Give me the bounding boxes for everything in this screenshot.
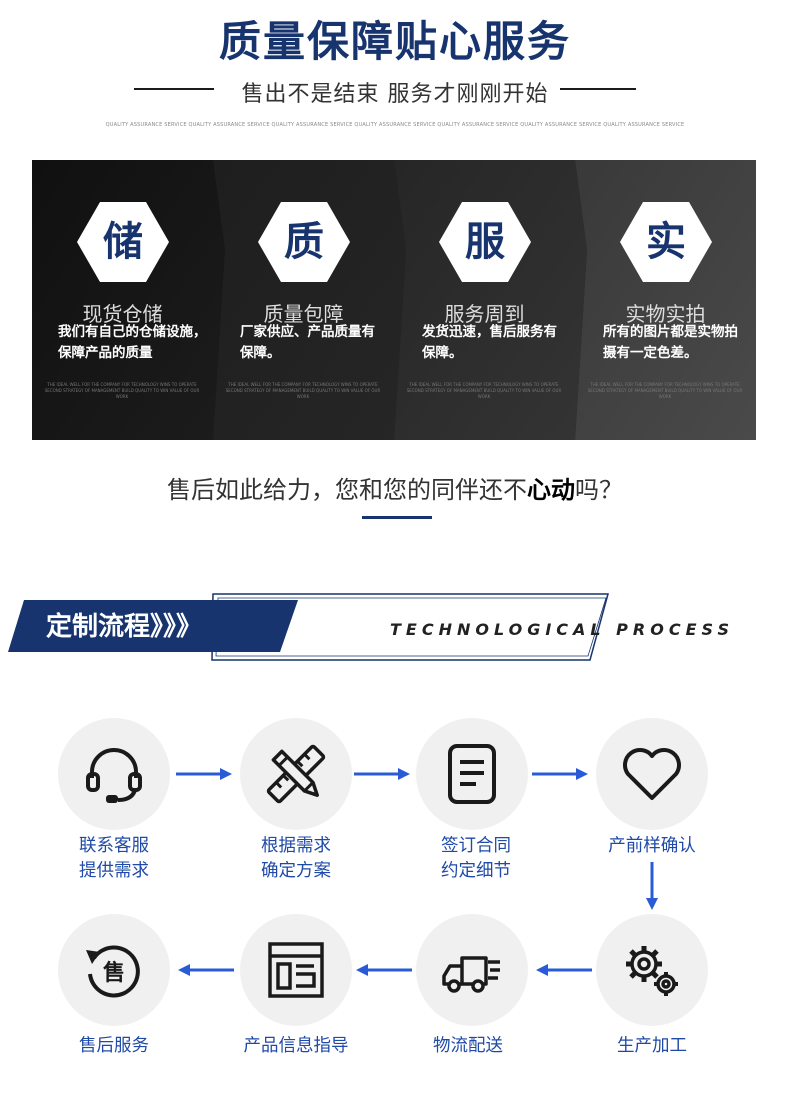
arrow-left-icon [356, 964, 412, 976]
document-icon [448, 744, 496, 804]
question-part-1: 售后如此给力，您和您的同伴还不 [167, 476, 527, 504]
arrow-right-icon [354, 768, 410, 780]
panel-description: 厂家供应、产品质量有保障。 [240, 324, 375, 361]
panel-description: 发货迅速，售后服务有保障。 [422, 324, 557, 361]
panel-title: 实物实拍 [625, 302, 706, 326]
hexagon-icon: 服 [439, 202, 531, 282]
gears-icon [626, 946, 678, 996]
after-sales-icon: 售 [86, 945, 140, 998]
step-label-production: 生产加工 [617, 1036, 687, 1056]
arrow-down-icon [646, 862, 658, 910]
panel-fine-print: THE IDEAL WELL FOR THE COMPANY FOR TECHN… [406, 382, 562, 399]
hexagon-glyph: 储 [103, 219, 143, 265]
arrow-left-icon [536, 964, 592, 976]
step-label-product-info: 产品信息指导 [243, 1036, 349, 1056]
panel-fine-print: THE IDEAL WELL FOR THE COMPANY FOR TECHN… [225, 382, 381, 399]
after-sales-glyph: 售 [103, 960, 125, 986]
process-header-shape [8, 593, 609, 661]
heart-icon [623, 748, 681, 800]
banner-panel-storage: 储 现货仓储 我们有自己的仓储设施，保障产品的质量 THE IDEAL WELL… [32, 160, 213, 440]
quality-header: 质量保障贴心服务 售出不是结束 服务才刚刚开始 QUALITY ASSURANC… [0, 0, 790, 150]
page-title: 质量保障贴心服务 [218, 17, 571, 66]
arrow-right-icon [532, 768, 588, 780]
step-sign-contract [416, 718, 528, 830]
product-info-icon [268, 942, 324, 998]
step-logistics [416, 914, 528, 1026]
step-product-info [240, 914, 352, 1026]
banner-panel-real-photos: 实 实物实拍 所有的图片都是实物拍摄有一定色差。 THE IDEAL WELL … [575, 160, 756, 440]
step-label-contract: 签订合同 约定细节 [441, 836, 511, 881]
hexagon-icon: 实 [620, 202, 712, 282]
panel-title: 服务周到 [444, 302, 525, 326]
step-determine-plan [240, 718, 352, 830]
fine-print-line: QUALITY ASSURANCE SERVICE QUALITY ASSURA… [105, 122, 685, 128]
step-label-after-sales: 售后服务 [79, 1036, 149, 1056]
step-label-plan: 根据需求 确定方案 [261, 836, 331, 881]
pencil-ruler-icon [266, 744, 326, 804]
subtitle-right-rule [560, 88, 636, 90]
hexagon-icon: 质 [258, 202, 350, 282]
process-english-title: TECHNOLOGICAL PROCESS [390, 620, 734, 639]
step-label-logistics: 物流配送 [433, 1036, 503, 1056]
hexagon-glyph: 质 [284, 219, 324, 265]
hexagon-icon: 储 [77, 202, 169, 282]
step-contact-service [58, 718, 170, 830]
hexagon-glyph: 实 [646, 219, 686, 265]
step-sample-confirm [596, 718, 708, 830]
question-part-2: 吗？ [575, 476, 623, 504]
banner-background [32, 160, 756, 440]
panel-fine-print: THE IDEAL WELL FOR THE COMPANY FOR TECHN… [587, 382, 743, 399]
step-after-sales: 售 [58, 914, 170, 1026]
question-underline [362, 516, 432, 519]
tagline-question: 售后如此给力，您和您的同伴还不心动吗？ [0, 470, 790, 505]
hexagon-glyph: 服 [465, 219, 505, 265]
headset-icon [86, 748, 142, 803]
panel-title: 质量包障 [263, 302, 344, 326]
banner-panel-quality: 质 质量包障 厂家供应、产品质量有保障。 THE IDEAL WELL FOR … [213, 160, 394, 440]
subtitle: 售出不是结束 服务才刚刚开始 [241, 82, 549, 107]
panel-title: 现货仓储 [82, 302, 163, 326]
banner-panel-service: 服 服务周到 发货迅速，售后服务有保障。 THE IDEAL WELL FOR … [394, 160, 575, 440]
step-production [596, 914, 708, 1026]
process-title: 定制流程》》》 [46, 612, 203, 642]
arrow-left-icon [178, 964, 234, 976]
arrow-right-icon [176, 768, 232, 780]
question-emphasis: 心动 [527, 476, 575, 504]
panel-description: 所有的图片都是实物拍摄有一定色差。 [603, 324, 738, 361]
step-label-contact: 联系客服 提供需求 [79, 836, 149, 881]
panel-fine-print: THE IDEAL WELL FOR THE COMPANY FOR TECHN… [44, 382, 200, 399]
panel-description: 我们有自己的仓储设施，保障产品的质量 [58, 324, 207, 361]
delivery-truck-icon [442, 956, 500, 993]
step-label-sample: 产前样确认 [608, 836, 696, 856]
subtitle-left-rule [134, 88, 214, 90]
service-banner: 储 现货仓储 我们有自己的仓储设施，保障产品的质量 THE IDEAL WELL… [32, 160, 756, 440]
